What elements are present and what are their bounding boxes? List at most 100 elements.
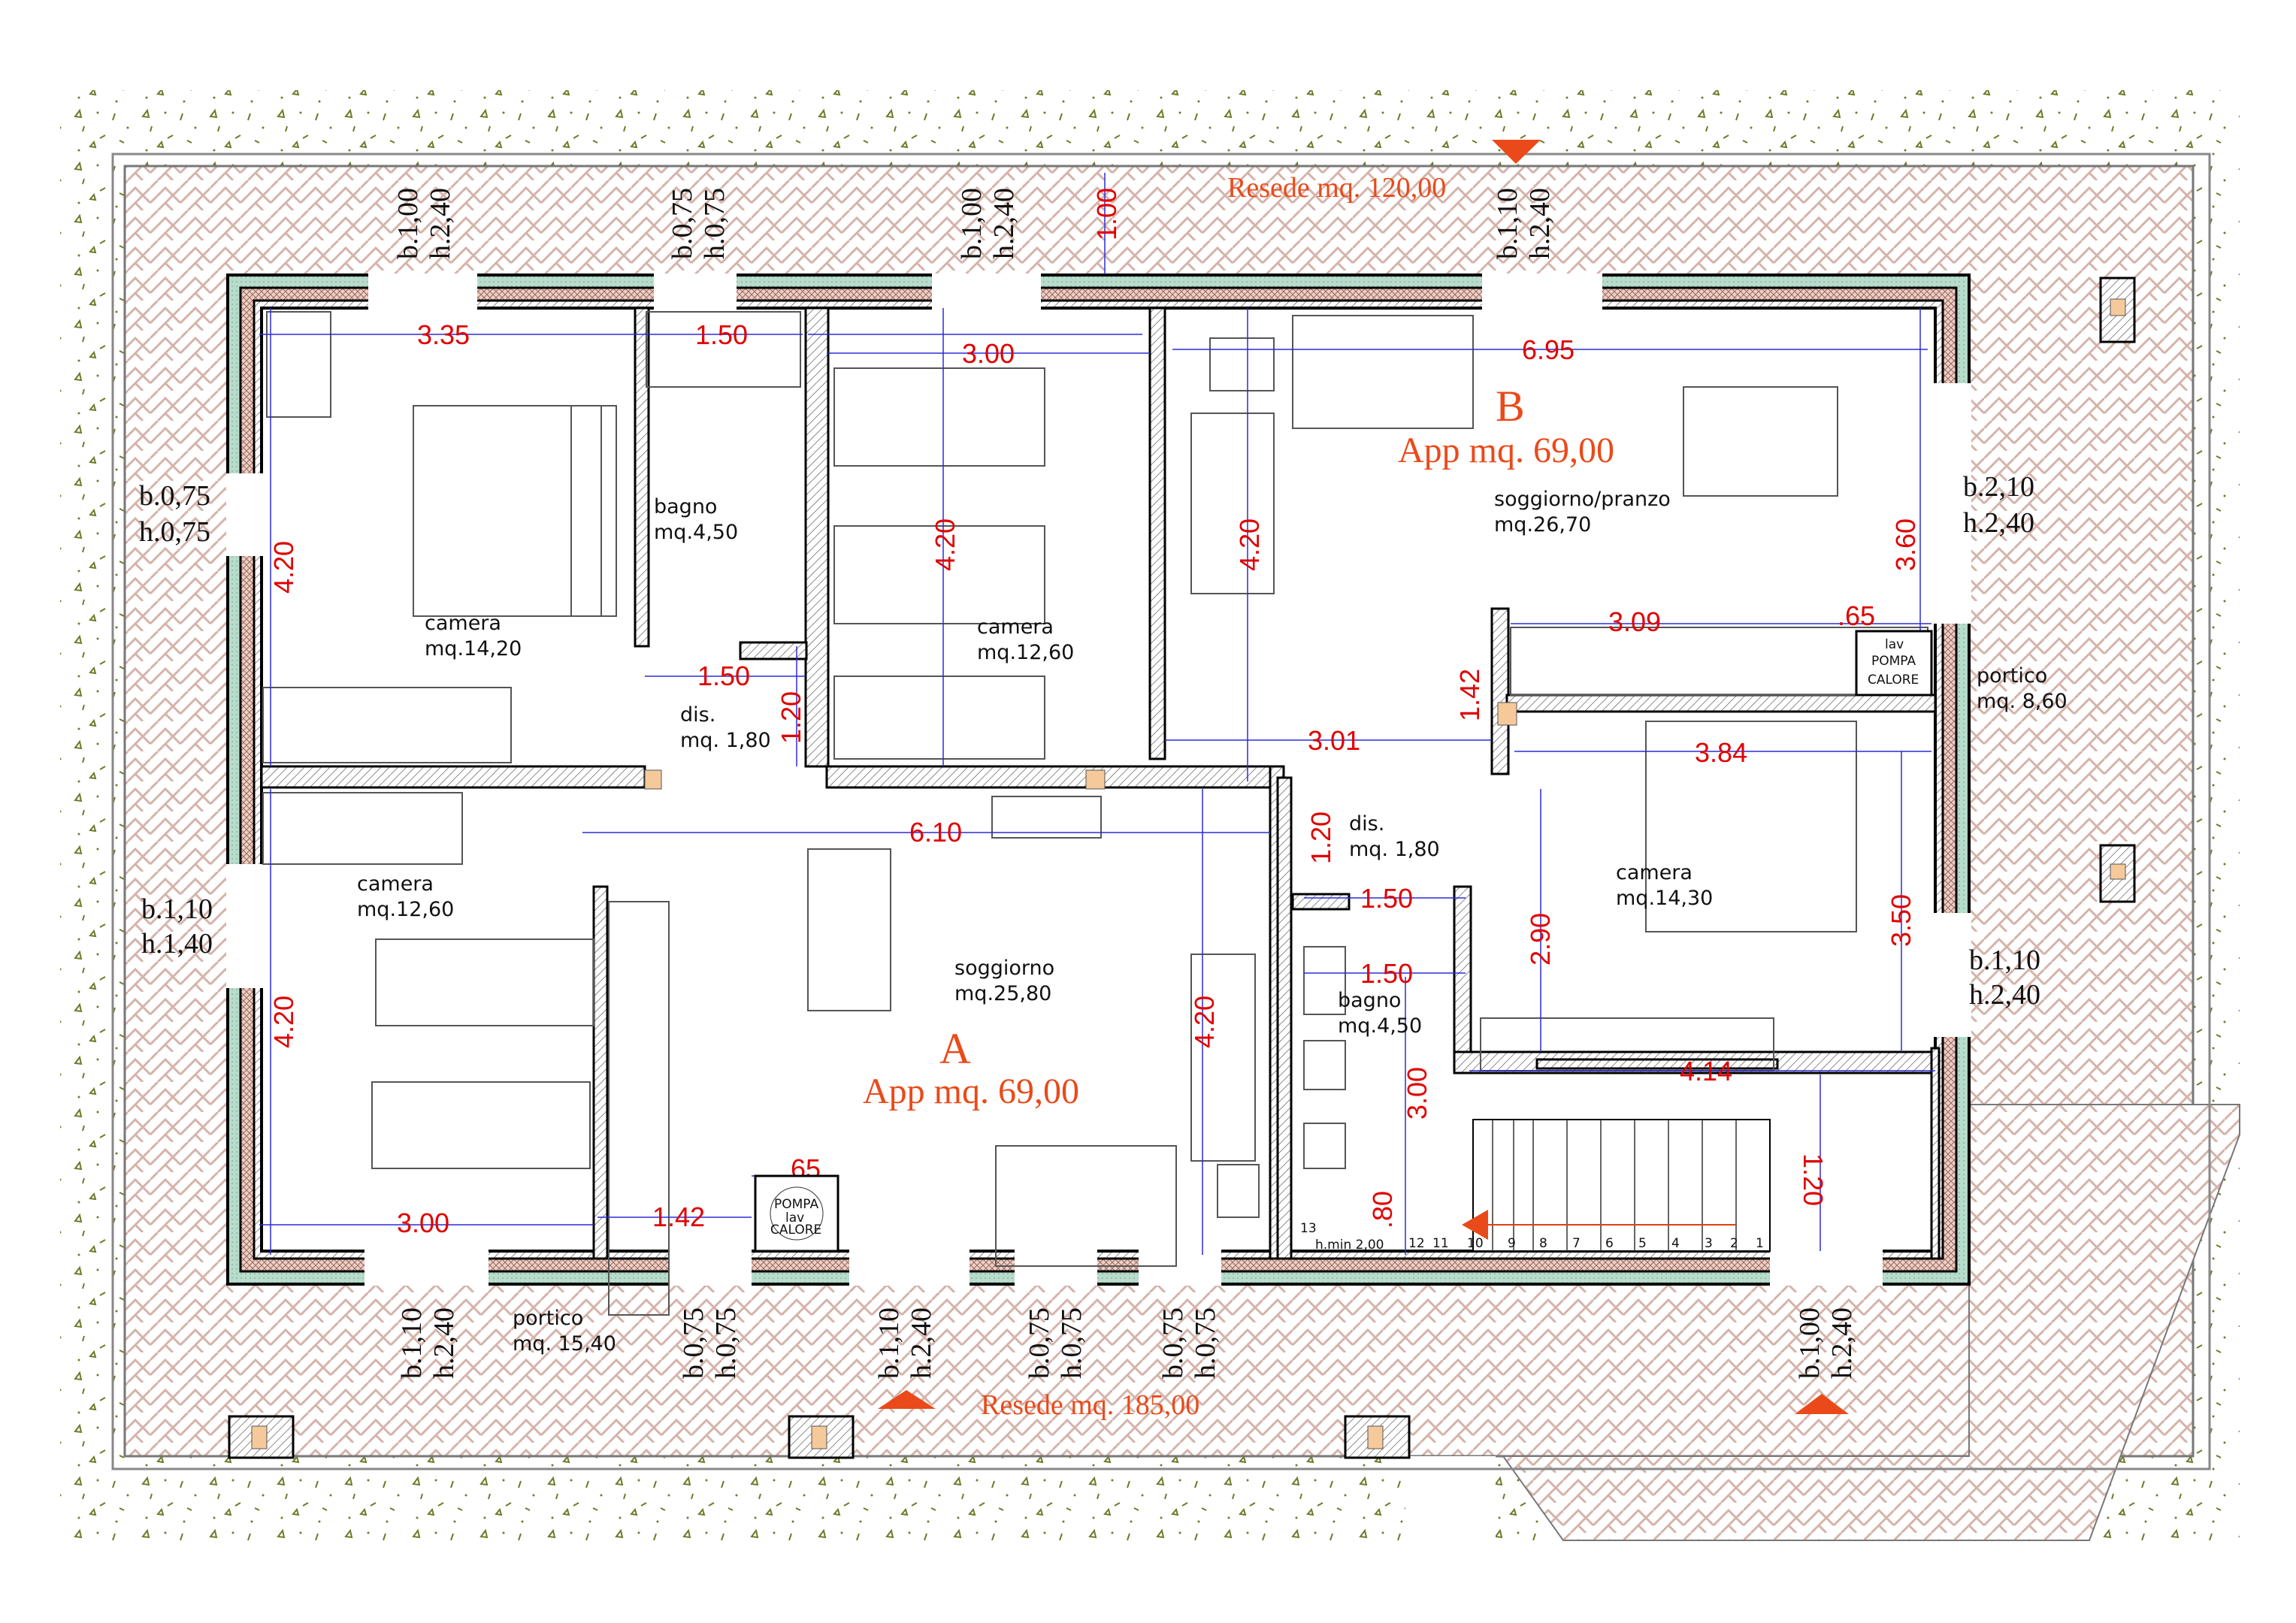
window-height: h.2,40 <box>425 188 456 259</box>
dim-3-09: 3.09 <box>1608 606 1661 637</box>
room-bagno-b-name: bagno <box>1338 989 1401 1012</box>
room-soggiorno-pranzo-name: soggiorno/pranzo <box>1494 488 1671 511</box>
window-label-left2: b.1,10 h.1,40 <box>141 893 213 960</box>
step-13: 13 <box>1300 1221 1317 1236</box>
apartment-a-area: App mq. 69,00 <box>863 1071 1079 1111</box>
window-height: h.2,40 <box>906 1307 937 1379</box>
window-label-bot4: b.0,75 h.0,75 <box>1024 1307 1087 1379</box>
dim-1-50-bagno-b: 1.50 <box>1360 958 1413 989</box>
window-label-bot2: b.0,75 h.0,75 <box>678 1307 742 1379</box>
window-width: b.0,75 <box>139 480 210 512</box>
window-width: b.1,00 <box>956 188 988 259</box>
window-width: b.1,10 <box>396 1307 428 1379</box>
dim-1-42-b: 1.42 <box>1454 669 1485 721</box>
dimension-labels: 3.35 1.50 3.00 6.95 1.00 4.20 4.20 4.20 … <box>268 188 1921 1238</box>
pompa-label: POMPA <box>774 1197 818 1212</box>
step-3: 3 <box>1705 1236 1713 1251</box>
dim-3-60: 3.60 <box>1890 518 1921 571</box>
dim-0-65-b: .65 <box>1838 600 1875 631</box>
heat-pump-a: POMPA lav CALORE <box>754 1174 839 1253</box>
dim-4-20-c: 4.20 <box>1234 518 1265 571</box>
step-9: 9 <box>1508 1236 1516 1251</box>
room-bagno-a-name: bagno <box>654 495 717 518</box>
dim-0-80: .80 <box>1367 1191 1398 1229</box>
dim-3-00-top: 3.00 <box>962 338 1015 369</box>
dim-3-35: 3.35 <box>417 319 470 350</box>
resede-top-label: Resede mq. 120,00 <box>1227 172 1446 204</box>
window-width: b.2,10 <box>1963 471 2034 503</box>
window-label-bot1: b.1,10 h.2,40 <box>396 1307 460 1379</box>
pompa-label: POMPA <box>1871 654 1916 669</box>
room-portico-b-area: mq. 8,60 <box>1977 690 2068 713</box>
dim-6-10: 6.10 <box>909 817 962 848</box>
room-portico-b-name: portico <box>1977 664 2047 688</box>
dim-1-20-entry: 1.20 <box>1798 1153 1829 1206</box>
apartment-a-letter: A <box>939 1024 971 1073</box>
apartment-titles: B App mq. 69,00 A App mq. 69,00 Resede m… <box>863 172 1614 1421</box>
window-height: h.1,40 <box>141 928 213 960</box>
dimension-lines <box>259 173 1935 1255</box>
window-width: b.1,10 <box>1492 188 1523 259</box>
window-label-top4: b.1,10 h.2,40 <box>1492 188 1556 259</box>
window-width: b.0,75 <box>1024 1307 1055 1379</box>
heat-pump-b: lav POMPA CALORE <box>1855 630 1933 697</box>
step-11: 11 <box>1432 1236 1449 1251</box>
step-12: 12 <box>1408 1236 1425 1251</box>
room-camera-12-60-top-area: mq.12,60 <box>977 641 1074 664</box>
window-height: h.0,75 <box>1190 1307 1221 1379</box>
window-height: h.2,40 <box>988 188 1020 259</box>
window-height: h.0,75 <box>699 188 731 259</box>
room-dis-a-area: mq. 1,80 <box>680 729 771 752</box>
room-dis-a-name: dis. <box>680 703 715 727</box>
window-label-top1: b.1,00 h.2,40 <box>392 188 456 259</box>
window-height: h.0,75 <box>139 516 210 548</box>
room-camera-14-20-area: mq.14,20 <box>425 637 522 660</box>
dim-1-20-dis-a: 1.20 <box>776 691 806 744</box>
entrance-arrow-top-icon <box>1492 140 1541 164</box>
lav-label: lav <box>785 1210 804 1226</box>
room-bagno-a-area: mq.4,50 <box>654 521 738 544</box>
dim-1-50-top: 1.50 <box>695 319 748 350</box>
dim-2-90: 2.90 <box>1525 913 1556 966</box>
room-camera-12-60-bottom-area: mq.12,60 <box>357 898 454 921</box>
dim-4-14: 4.14 <box>1680 1056 1732 1087</box>
room-soggiorno-a-name: soggiorno <box>954 957 1054 980</box>
dim-3-00-bagno: 3.00 <box>1402 1067 1432 1120</box>
stair-min-height: h.min 2,00 <box>1315 1238 1384 1253</box>
dim-1-50-dis-b: 1.50 <box>1360 883 1413 914</box>
stair-direction-arrow-icon <box>1462 1210 1488 1240</box>
room-camera-12-60-bottom-name: camera <box>357 872 434 896</box>
dim-1-42-a: 1.42 <box>652 1201 705 1232</box>
dim-1-20-dis-b: 1.20 <box>1305 812 1336 864</box>
window-label-bot3: b.1,10 h.2,40 <box>873 1307 937 1379</box>
step-6: 6 <box>1605 1236 1614 1251</box>
step-4: 4 <box>1671 1236 1680 1251</box>
resede-bottom-label: Resede mq. 185,00 <box>981 1389 1199 1421</box>
window-label-top3: b.1,00 h.2,40 <box>956 188 1020 259</box>
window-label-right1: b.2,10 h.2,40 <box>1963 471 2034 539</box>
window-width: b.1,00 <box>392 188 424 259</box>
room-camera-14-20-name: camera <box>425 612 501 635</box>
room-portico-a-name: portico <box>513 1307 583 1330</box>
window-height: h.0,75 <box>1056 1307 1087 1379</box>
step-7: 7 <box>1572 1236 1581 1251</box>
window-width: b.0,75 <box>678 1307 709 1379</box>
window-width: b.0,75 <box>667 188 698 259</box>
step-10: 10 <box>1467 1236 1484 1251</box>
window-height: h.2,40 <box>1524 188 1556 259</box>
window-label-bot6: b.1,00 h.2,40 <box>1794 1307 1858 1379</box>
window-openings <box>226 274 1971 1286</box>
window-width: b.1,10 <box>873 1307 905 1379</box>
window-height: h.2,40 <box>1826 1307 1858 1379</box>
room-camera-14-30-name: camera <box>1616 861 1693 884</box>
staircase: 13 12 11 10 9 8 7 6 5 4 3 2 1 h.min 2,00 <box>1300 1119 1771 1253</box>
window-label-right2: b.1,10 h.2,40 <box>1969 944 2040 1011</box>
room-camera-14-30-area: mq.14,30 <box>1616 887 1713 910</box>
dim-1-00: 1.00 <box>1091 188 1122 240</box>
window-height: h.2,40 <box>428 1307 460 1379</box>
room-dis-b-name: dis. <box>1349 812 1384 836</box>
dim-3-00-bottom: 3.00 <box>397 1207 449 1238</box>
step-8: 8 <box>1539 1236 1547 1251</box>
step-5: 5 <box>1638 1236 1647 1251</box>
